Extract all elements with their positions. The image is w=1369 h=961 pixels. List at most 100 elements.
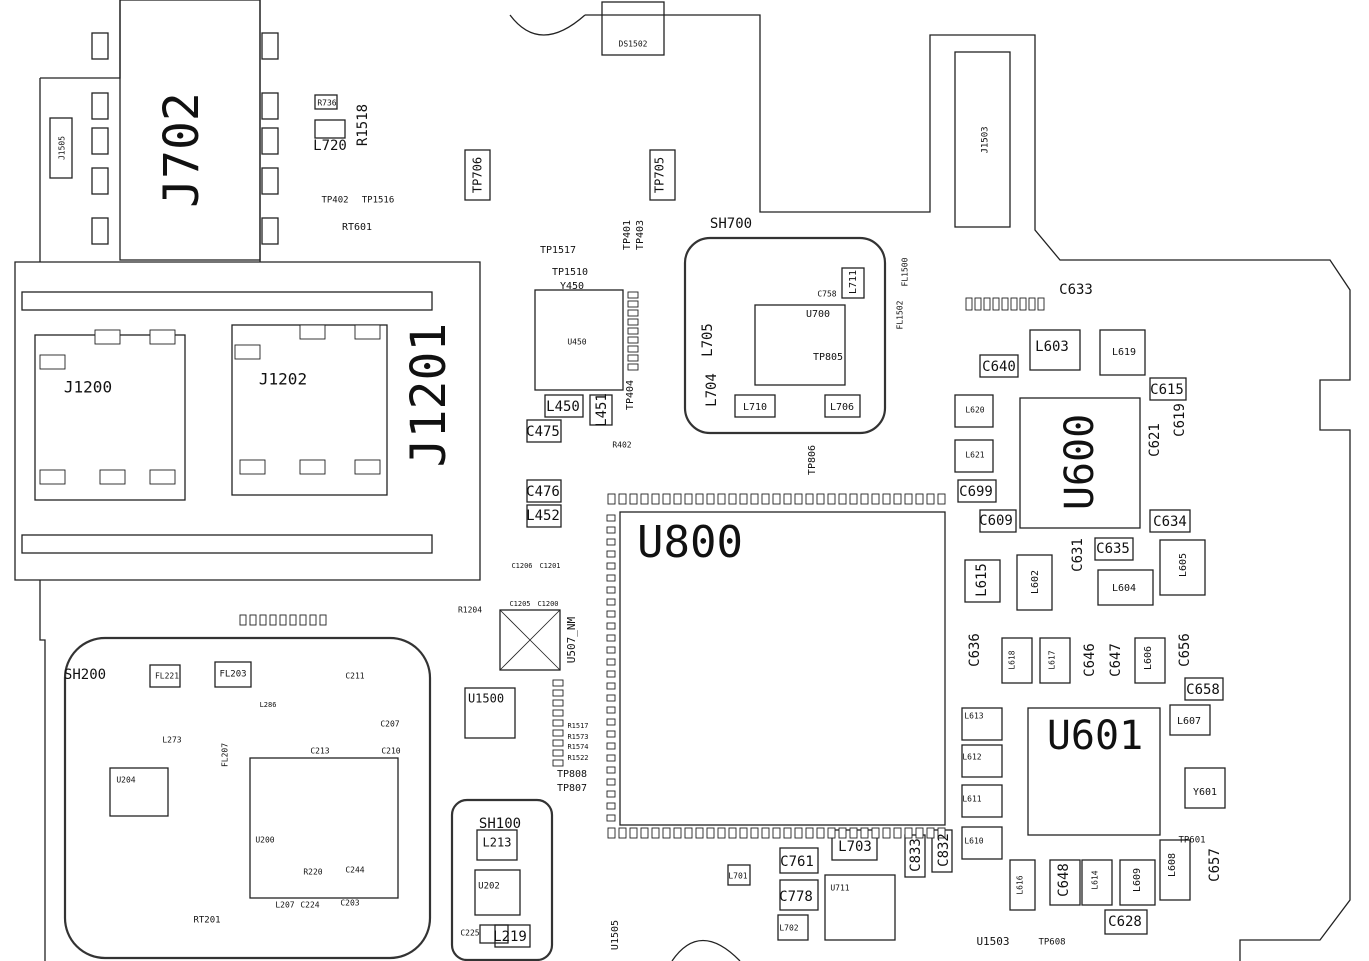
component-pad <box>249 614 257 626</box>
refdes-label: C1200 <box>537 600 558 608</box>
refdes-label: RT201 <box>193 916 220 926</box>
refdes-label: L207 <box>275 901 294 910</box>
refdes-label: R220 <box>303 868 322 877</box>
component-pad <box>915 493 924 505</box>
refdes-label: L450 <box>546 399 580 415</box>
refdes-label: L702 <box>779 924 798 933</box>
u601-chip <box>1027 707 1161 836</box>
component-pad <box>606 706 616 714</box>
component-pad <box>309 614 317 626</box>
component-pad <box>684 493 693 505</box>
refdes-label: L710 <box>743 402 767 413</box>
refdes-label: C628 <box>1108 914 1142 930</box>
refdes-label: TP401 <box>622 220 633 250</box>
refdes-label: L703 <box>838 839 872 855</box>
connector-pin <box>91 92 109 120</box>
component-pad <box>299 614 307 626</box>
refdes-label: C225 <box>460 929 479 938</box>
component-pad <box>627 363 639 371</box>
component-body <box>1099 329 1146 376</box>
component-pad <box>750 827 759 839</box>
component-pad <box>269 614 277 626</box>
refdes-label: U700 <box>806 309 830 320</box>
refdes-label: R1574 <box>567 743 588 751</box>
refdes-label: RT601 <box>342 222 372 233</box>
component-pad <box>606 586 616 594</box>
refdes-label: C778 <box>779 889 813 905</box>
refdes-label: TP807 <box>557 783 587 794</box>
component-body <box>479 924 509 944</box>
refdes-label: R1517 <box>567 722 588 730</box>
component-pad <box>627 327 639 335</box>
component-pad <box>627 300 639 308</box>
component-body <box>214 661 252 688</box>
component-pad <box>627 309 639 317</box>
refdes-label: C647 <box>1108 643 1124 677</box>
component-body <box>1149 509 1191 533</box>
component-body <box>961 826 1003 860</box>
refdes-label: TP608 <box>1038 938 1065 948</box>
refdes-label: L614 <box>1091 870 1100 889</box>
component-body <box>961 784 1003 818</box>
refdes-label: R1573 <box>567 733 588 741</box>
refdes-label: C213 <box>310 747 329 756</box>
component-pad <box>629 827 638 839</box>
refdes-label: C1201 <box>539 562 560 570</box>
component-pad <box>860 493 869 505</box>
component-body <box>779 847 819 874</box>
refdes-label: J1202 <box>259 370 307 389</box>
refdes-label: C619 <box>1172 403 1188 437</box>
component-pad <box>606 718 616 726</box>
component-pad <box>606 790 616 798</box>
component-pad <box>239 459 266 475</box>
component-pad <box>772 493 781 505</box>
refdes-label: C203 <box>340 899 359 908</box>
component-pad <box>552 719 564 727</box>
component-pad <box>606 814 616 822</box>
refdes-label: TP404 <box>625 380 636 410</box>
refdes-label: L609 <box>1132 868 1143 892</box>
component-pad <box>1028 297 1036 311</box>
component-pad <box>893 827 902 839</box>
component-pad <box>662 493 671 505</box>
component-pad <box>893 493 902 505</box>
component-body <box>1159 539 1206 596</box>
component-pad <box>849 493 858 505</box>
refdes-label: L273 <box>162 736 181 745</box>
refdes-label: FL203 <box>219 670 246 680</box>
component-pad <box>354 324 381 340</box>
connector-pin <box>91 127 109 155</box>
component-body <box>149 664 181 688</box>
component-body <box>1119 859 1156 906</box>
component-pad <box>627 318 639 326</box>
component-body <box>1149 377 1187 401</box>
component-pad <box>816 493 825 505</box>
refdes-label: L615 <box>974 563 990 597</box>
refdes-label: FL1500 <box>901 257 910 286</box>
component-pad <box>904 827 913 839</box>
refdes-label: TP1516 <box>362 196 395 206</box>
component-pad <box>937 827 946 839</box>
component-pad <box>552 679 564 687</box>
refdes-label: TP808 <box>557 769 587 780</box>
component-pad <box>39 469 66 485</box>
refdes-label: L451 <box>594 393 610 427</box>
refdes-label: SH100 <box>479 816 521 832</box>
component-pad <box>717 827 726 839</box>
component-body <box>779 879 819 911</box>
component-body <box>824 874 896 941</box>
refdes-label: L452 <box>526 508 560 524</box>
component-body <box>961 744 1003 778</box>
refdes-label: C621 <box>1147 423 1163 457</box>
refdes-label: TP806 <box>807 445 818 475</box>
component-body <box>957 479 997 503</box>
component-pad <box>838 493 847 505</box>
refdes-label: C207 <box>380 720 399 729</box>
refdes-label: R402 <box>612 441 631 450</box>
refdes-label: J1201 <box>401 323 457 468</box>
passive-components <box>39 32 1226 948</box>
refdes-label: C636 <box>967 633 983 667</box>
refdes-label: C1206 <box>511 562 532 570</box>
refdes-label: FL1502 <box>896 300 905 329</box>
refdes-label: TP601 <box>1178 836 1205 846</box>
